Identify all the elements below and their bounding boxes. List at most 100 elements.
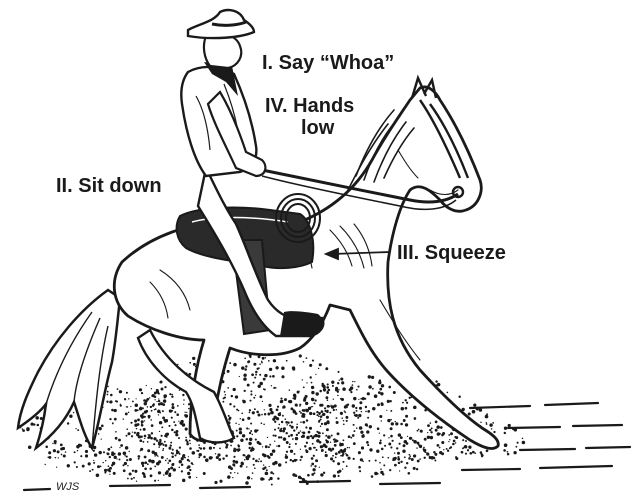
dust-speck [349, 388, 352, 391]
dust-speck [327, 405, 330, 408]
dust-speck [355, 407, 357, 409]
dust-speck [186, 467, 188, 469]
dust-speck [76, 466, 78, 468]
dust-speck [243, 454, 245, 456]
dust-speck [138, 458, 140, 460]
dust-speck [472, 410, 476, 414]
dust-speck [171, 403, 174, 406]
dust-speck [163, 474, 165, 476]
dust-speck [151, 395, 152, 396]
dust-speck [372, 388, 374, 390]
dust-speck [156, 401, 157, 402]
dust-speck [319, 467, 320, 468]
dust-speck [489, 423, 492, 426]
dust-speck [441, 434, 444, 437]
dust-speck [309, 364, 312, 367]
dust-speck [255, 374, 257, 376]
dust-speck [349, 447, 350, 448]
dust-speck [209, 447, 212, 450]
dust-speck [225, 394, 227, 396]
dust-speck [177, 405, 179, 407]
dust-speck [214, 481, 217, 484]
dust-speck [369, 448, 372, 451]
dust-speck [173, 468, 176, 471]
dust-speck [252, 434, 254, 436]
dust-speck [381, 402, 384, 405]
dust-speck [97, 465, 100, 468]
dust-speck [158, 471, 161, 474]
dust-speck [256, 411, 259, 414]
dust-speck [63, 454, 66, 457]
dust-speck [327, 399, 329, 401]
dust-speck [129, 458, 132, 461]
dust-speck [353, 397, 356, 400]
dust-speck [365, 411, 367, 413]
dust-speck [45, 464, 46, 465]
dust-speck [136, 398, 137, 399]
dust-speck [143, 428, 146, 431]
dust-speck [435, 380, 437, 382]
dust-speck [139, 439, 142, 442]
dust-speck [361, 411, 363, 413]
dust-speck [367, 444, 369, 446]
dust-speck [380, 392, 383, 395]
dust-speck [364, 398, 366, 400]
dust-speck [172, 449, 174, 451]
dust-speck [184, 412, 185, 413]
dust-speck [368, 385, 372, 389]
dust-speck [326, 416, 329, 419]
dust-speck [229, 403, 231, 405]
dust-speck [464, 445, 468, 449]
dust-speck [291, 426, 294, 429]
dust-speck [296, 426, 298, 428]
dust-speck [276, 445, 277, 446]
dust-speck [305, 449, 307, 451]
dust-speck [290, 434, 293, 437]
dust-speck [167, 462, 169, 464]
dust-speck [391, 422, 394, 425]
dust-speck [168, 459, 171, 462]
dust-speck [157, 455, 158, 456]
dust-speck [54, 440, 57, 443]
dust-speck [402, 402, 404, 404]
dust-speck [368, 375, 371, 378]
dust-speck [117, 388, 119, 390]
dust-speck [282, 415, 284, 417]
dust-speck [65, 451, 66, 452]
dust-speck [283, 437, 287, 441]
dust-speck [272, 449, 276, 453]
dust-speck [249, 409, 251, 411]
dust-speck [355, 414, 358, 417]
dust-speck [430, 431, 432, 433]
dust-speck [230, 467, 233, 470]
dust-speck [345, 453, 346, 454]
dust-speck [241, 412, 243, 414]
dust-speck [239, 431, 242, 434]
dust-speck [314, 465, 316, 467]
dust-speck [439, 447, 441, 449]
dust-speck [426, 453, 429, 456]
dust-speck [219, 448, 221, 450]
dust-speck [311, 457, 314, 460]
dust-speck [284, 398, 287, 401]
dust-speck [205, 458, 209, 462]
dust-speck [336, 421, 339, 424]
dust-speck [324, 407, 326, 409]
dust-speck [323, 472, 325, 474]
dust-speck [416, 447, 417, 448]
dust-speck [288, 435, 290, 437]
dust-speck [260, 460, 262, 462]
dust-speck [164, 386, 166, 388]
dust-speck [321, 451, 322, 452]
dust-speck [435, 429, 438, 432]
dust-speck [150, 474, 153, 477]
dust-speck [406, 462, 408, 464]
dust-speck [107, 391, 109, 393]
dust-speck [299, 404, 301, 406]
dust-speck [366, 441, 369, 444]
dust-speck [265, 445, 268, 448]
dust-speck [278, 424, 280, 426]
dust-speck [357, 386, 359, 388]
dust-speck [192, 357, 195, 360]
dust-speck [300, 421, 302, 423]
